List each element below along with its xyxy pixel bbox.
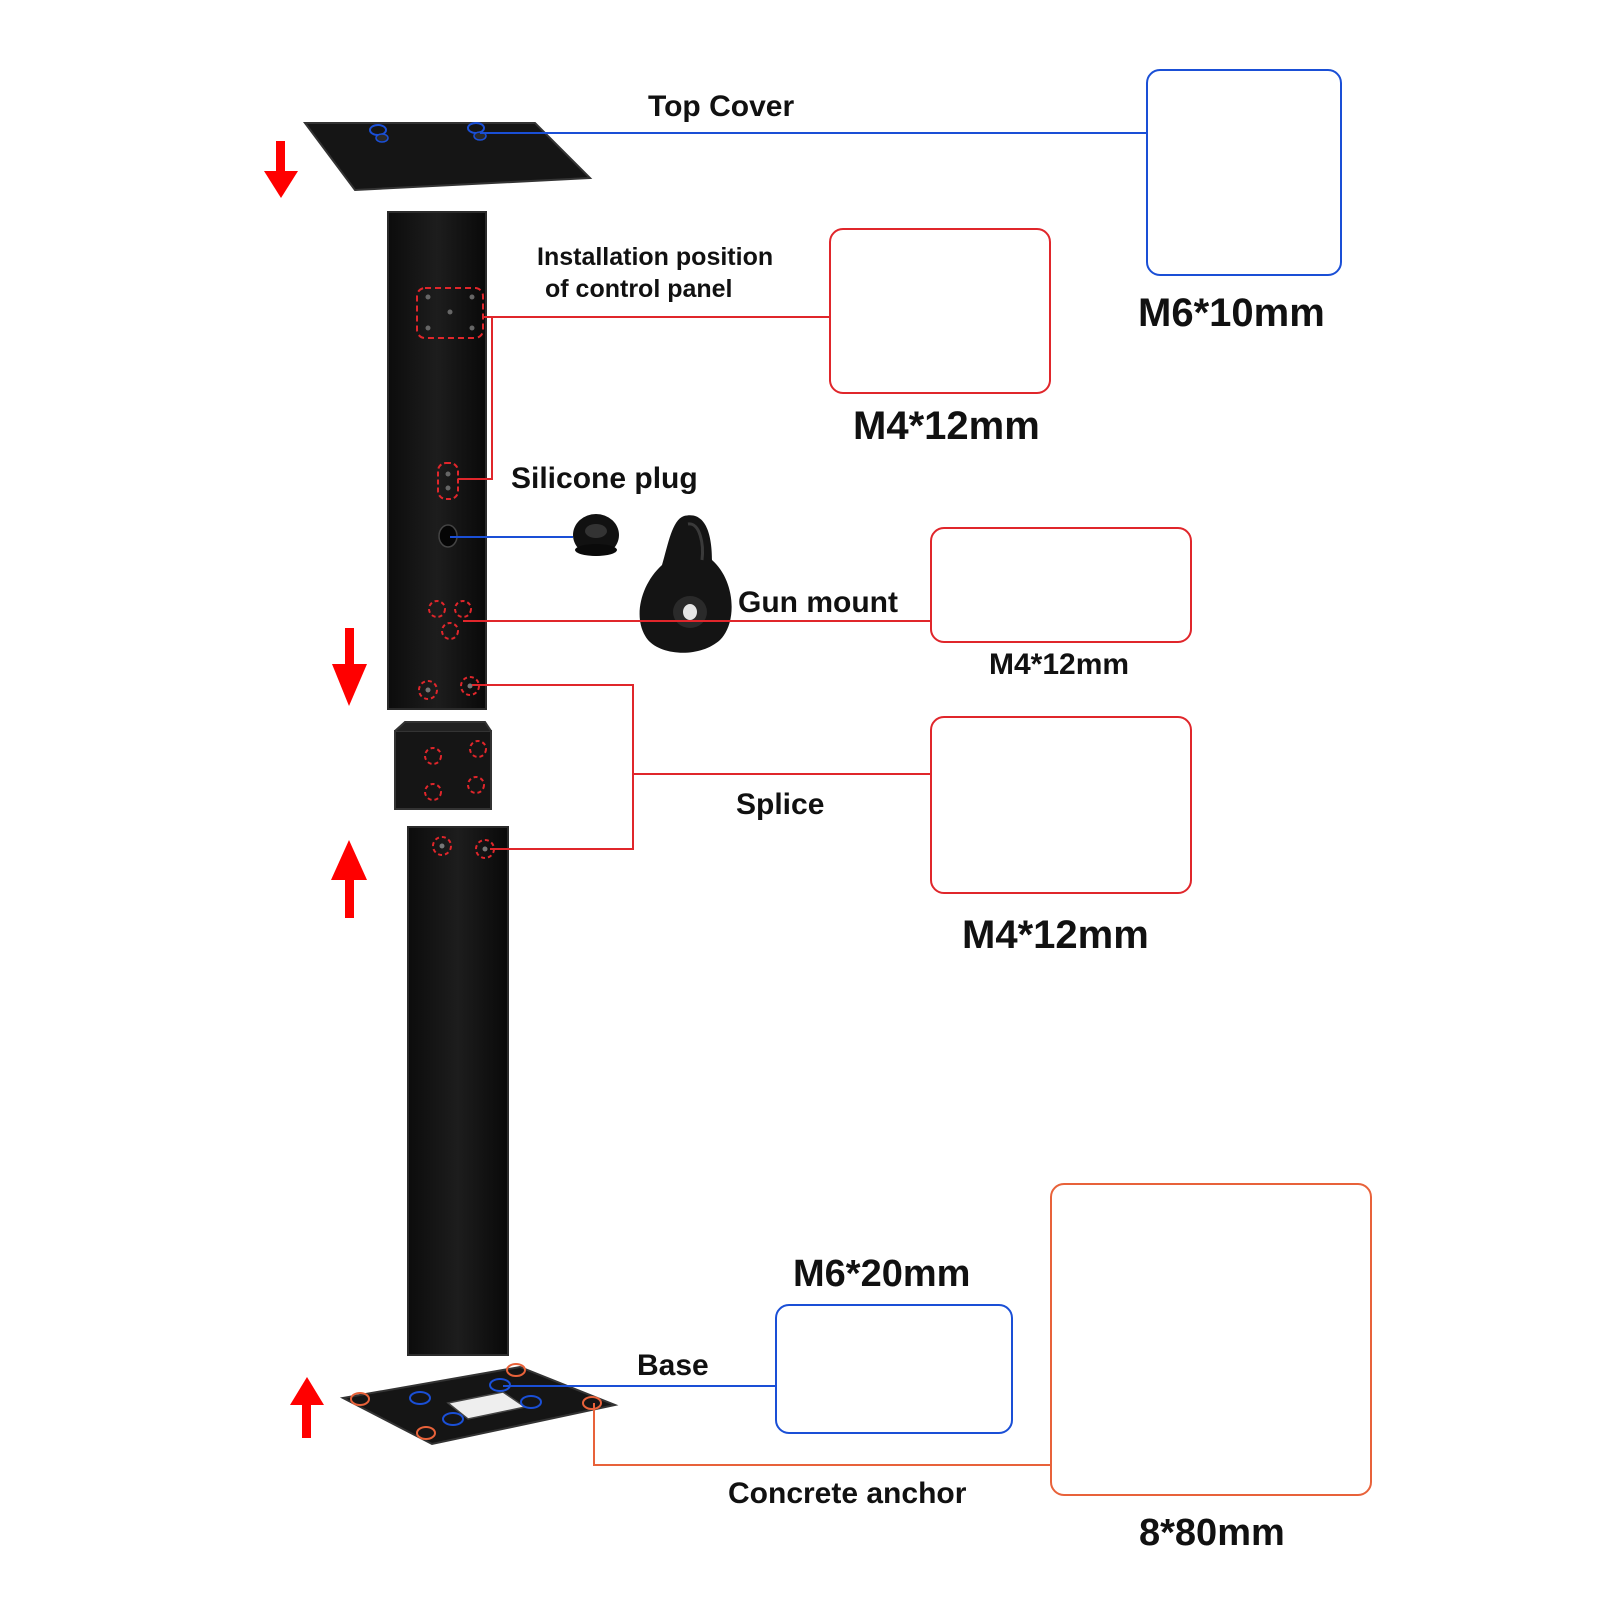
splice-screw-size: M4*12mm [962,913,1149,957]
gun-mount [639,515,732,653]
arrow-up-icon [331,840,367,918]
top-cover-screws-box [1146,69,1342,276]
anchors-box [1050,1183,1372,1496]
concrete-anchor-label: Concrete anchor [728,1477,967,1510]
base-screws-box [775,1304,1013,1434]
installation-position-label-line1: Installation position [537,243,774,271]
panel-screws-box [829,228,1051,394]
installation-position-label-line2: of control panel [545,275,733,303]
lower-pillar [407,826,509,1356]
gun-mount-screws-box [930,527,1192,643]
base-screw-size: M6*20mm [793,1253,971,1295]
splice-label: Splice [736,788,825,821]
leader-splice [472,684,634,850]
gun-mount-label: Gun mount [738,586,898,619]
top-cover-screw-size: M6*10mm [1138,291,1325,335]
top-cover-plate [303,122,593,192]
arrow-down-icon [264,141,298,198]
panel-screw-size: M4*12mm [853,404,1040,448]
silicone-plug-label: Silicone plug [511,462,698,495]
leader-lines [450,132,1146,1466]
splice-screws-box [930,716,1192,894]
leader-concrete-anchor [593,1403,1050,1466]
top-cover-label: Top Cover [648,90,795,123]
silicone-plug [573,514,619,556]
upper-pillar [387,211,487,710]
arrow-down-icon [332,628,367,706]
splice-connector [394,721,492,810]
base-label: Base [637,1349,709,1382]
anchor-size: 8*80mm [1139,1512,1285,1554]
arrow-up-icon [290,1377,324,1438]
leader-control-panel-branch [458,317,493,480]
gun-mount-screw-size: M4*12mm [989,648,1130,681]
base-plate [339,1363,619,1446]
